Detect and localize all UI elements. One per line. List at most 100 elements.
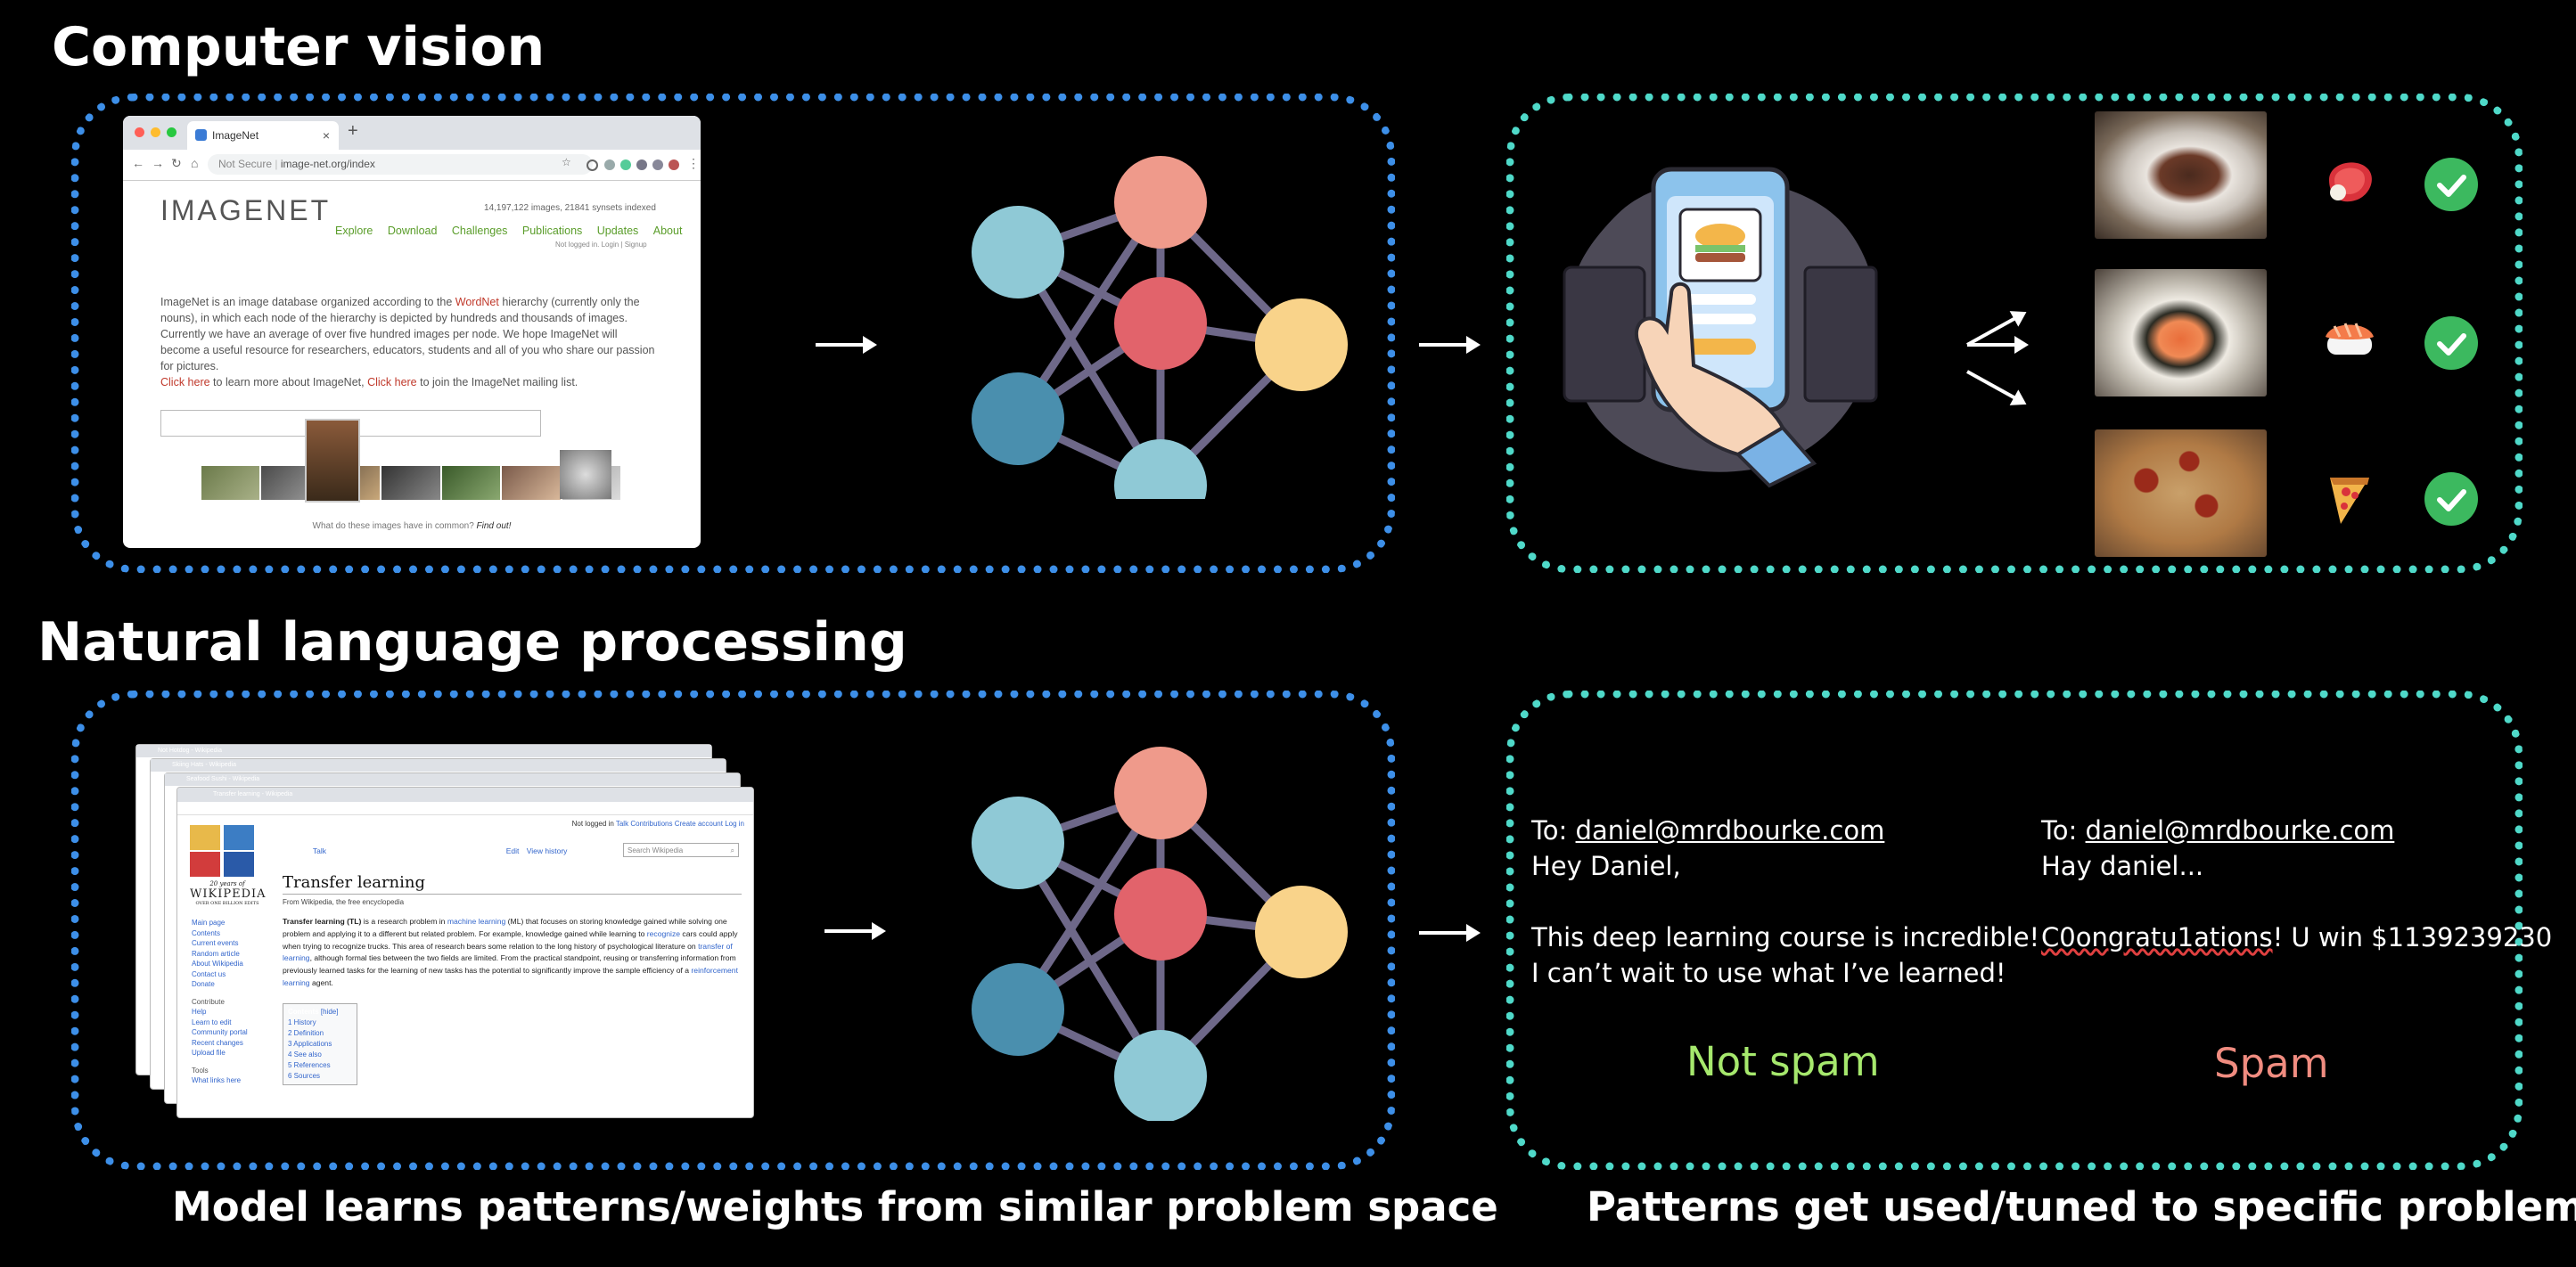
wikipedia-globe-logo[interactable]: [188, 823, 259, 877]
minimize-window-dot[interactable]: [151, 127, 160, 137]
sample-image-large[interactable]: [305, 419, 360, 503]
extension-icon[interactable]: [636, 159, 647, 170]
sample-image[interactable]: [502, 466, 561, 500]
home-icon[interactable]: ⌂: [191, 156, 199, 170]
mailing-list-link[interactable]: Click here: [367, 376, 417, 388]
steak-photo[interactable]: [2095, 111, 2267, 239]
bookmark-star-icon[interactable]: ☆: [562, 156, 571, 168]
body-text: , although formal ties between the two f…: [283, 953, 736, 976]
sidebar-item[interactable]: Help: [192, 1008, 207, 1016]
login-link[interactable]: Log in: [725, 820, 744, 828]
sample-image[interactable]: [201, 466, 260, 500]
computer-vision-title: Computer vision: [52, 16, 546, 78]
sample-image[interactable]: [381, 466, 440, 500]
logo-line: 20 years of: [209, 880, 245, 887]
article-link[interactable]: reinforcement learning: [283, 966, 738, 987]
tab-read[interactable]: Read: [480, 846, 499, 855]
fries-icon: [1803, 266, 1878, 403]
extension-icon[interactable]: [652, 159, 663, 170]
description-text: ImageNet is an image database organized …: [160, 296, 455, 308]
nav-updates[interactable]: Updates: [596, 225, 639, 237]
extension-icon[interactable]: [604, 159, 615, 170]
new-tab-icon[interactable]: +: [348, 121, 358, 141]
close-icon[interactable]: ×: [322, 128, 330, 143]
nav-challenges[interactable]: Challenges: [451, 225, 508, 237]
wikipedia-wordmark: 20 years of Wikipedia Over One Billion E…: [190, 880, 266, 906]
article-link[interactable]: recognize: [646, 928, 681, 938]
right-caption: Patterns get used/tuned to specific prob…: [1587, 1183, 2576, 1230]
close-window-dot[interactable]: [135, 127, 144, 137]
toc-item[interactable]: 4 See also: [288, 1050, 322, 1059]
tab-view-history[interactable]: View history: [526, 846, 568, 855]
sidebar-item[interactable]: Donate: [192, 980, 215, 988]
sidebar-item[interactable]: Contact us: [192, 969, 226, 978]
forward-icon[interactable]: →: [152, 156, 164, 170]
nav-about[interactable]: About: [652, 225, 683, 237]
wikipedia-browser-window: Transfer learning - Wikipedia Not logged…: [176, 787, 754, 1118]
hand-icon: [1634, 282, 1785, 457]
sidebar-item[interactable]: Current events: [192, 939, 239, 947]
email-address-link[interactable]: daniel@mrdbourke.com: [1575, 815, 1885, 846]
toc-item[interactable]: 1 History: [288, 1018, 316, 1026]
sushi-photo[interactable]: [2095, 269, 2267, 396]
sidebar-item[interactable]: Random article: [192, 949, 240, 958]
wiki-active-tab[interactable]: Transfer learning - Wikipedia: [177, 788, 753, 802]
extension-icon[interactable]: [587, 159, 598, 171]
sidebar-item[interactable]: Recent changes: [192, 1038, 243, 1047]
wiki-search-input[interactable]: Search Wikipedia ⌕: [623, 843, 739, 857]
nav-download[interactable]: Download: [387, 225, 438, 237]
toc-hide-link[interactable]: [hide]: [320, 1008, 339, 1016]
toc-item[interactable]: 5 References: [288, 1061, 331, 1069]
sidebar-item[interactable]: About Wikipedia: [192, 960, 243, 968]
login-status[interactable]: Not logged in. Login | Signup: [555, 241, 647, 249]
arrow-right-icon: [824, 922, 886, 940]
article-body: Transfer learning (TL) is a research pro…: [283, 916, 742, 990]
wiki-address-bar[interactable]: [177, 802, 753, 815]
maximize-window-dot[interactable]: [167, 127, 176, 137]
sample-image[interactable]: [441, 466, 501, 500]
description-text: hierarchy (currently only the nouns), in…: [160, 296, 655, 372]
email-body-line: This deep learning course is incredible!: [1531, 922, 2040, 952]
nav-publications[interactable]: Publications: [521, 225, 583, 237]
imagenet-browser-window: ImageNet × + ← → ↻ ⌂ Not Secure | image-…: [123, 116, 701, 548]
talk-link[interactable]: Talk: [615, 820, 629, 828]
browser-tab-imagenet[interactable]: ImageNet ×: [187, 121, 339, 150]
toc-item[interactable]: 6 Sources: [288, 1072, 321, 1080]
tab-talk[interactable]: Talk: [312, 846, 326, 855]
search-icon[interactable]: ⌕: [730, 846, 734, 854]
toc-item[interactable]: 2 Definition: [288, 1029, 324, 1037]
article-link[interactable]: transfer of learning: [283, 941, 733, 963]
sidebar-item[interactable]: What links here: [192, 1076, 242, 1084]
email-address-link[interactable]: daniel@mrdbourke.com: [2085, 815, 2395, 846]
pizza-photo[interactable]: [2095, 429, 2267, 557]
burger-icon: [1695, 224, 1745, 249]
image-strip: [201, 466, 620, 500]
toc-item[interactable]: 3 Applications: [288, 1040, 332, 1048]
body-text: is a research problem in: [361, 917, 447, 926]
find-out-link[interactable]: Find out!: [476, 521, 512, 531]
profile-avatar[interactable]: [669, 159, 679, 170]
tab-edit[interactable]: Edit: [505, 846, 520, 855]
sidebar-item[interactable]: Upload file: [192, 1049, 226, 1057]
nav-explore[interactable]: Explore: [335, 225, 373, 237]
sample-image[interactable]: [560, 450, 611, 499]
contributions-link[interactable]: Contributions: [630, 820, 673, 828]
create-account-link[interactable]: Create account: [674, 820, 723, 828]
article-link[interactable]: machine learning: [447, 917, 506, 926]
learn-more-text: to learn more about ImageNet,: [209, 376, 368, 388]
back-icon[interactable]: ←: [132, 156, 144, 170]
wordnet-link[interactable]: WordNet: [455, 296, 499, 308]
tab-article[interactable]: Article: [283, 846, 304, 855]
sidebar-item[interactable]: Main page: [192, 919, 226, 927]
email-not-spam: To: daniel@mrdbourke.com Hey Daniel, Thi…: [1531, 813, 2039, 991]
sidebar-item[interactable]: Community portal: [192, 1028, 248, 1036]
learn-more-link[interactable]: Click here: [160, 376, 210, 388]
extension-icon[interactable]: [620, 159, 631, 170]
hidden-node: [1114, 439, 1207, 499]
browser-menu-icon[interactable]: ⋮: [687, 156, 700, 170]
url-field[interactable]: Not Secure | image-net.org/index: [208, 154, 593, 175]
reload-icon[interactable]: ↻: [171, 156, 182, 170]
sidebar-item[interactable]: Learn to edit: [192, 1018, 232, 1026]
body-text: For example, knowledge gained while lear…: [476, 928, 647, 938]
sidebar-item[interactable]: Contents: [192, 928, 221, 937]
